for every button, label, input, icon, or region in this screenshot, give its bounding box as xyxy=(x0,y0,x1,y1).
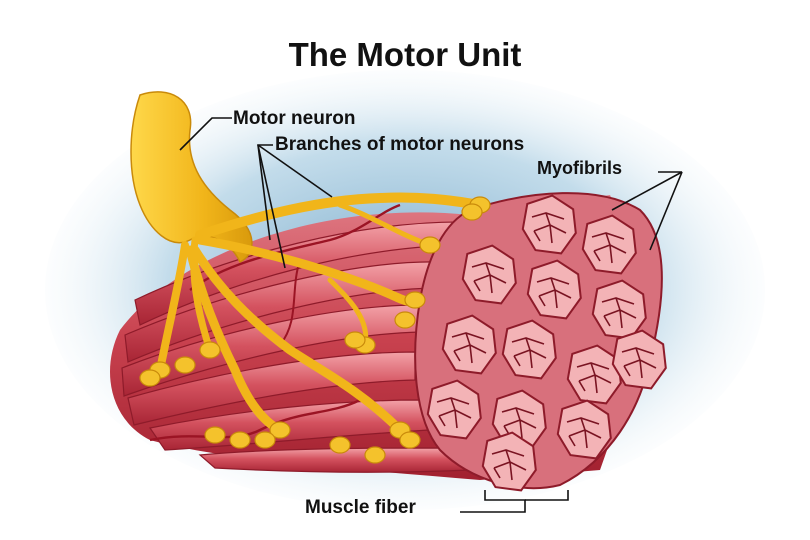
axon-terminal xyxy=(269,421,291,439)
label-muscle-fiber: Muscle fiber xyxy=(305,497,416,518)
axon-terminal xyxy=(404,291,426,309)
neuron-branch xyxy=(190,236,214,354)
axon-terminal xyxy=(229,431,251,449)
axon-terminal xyxy=(461,203,483,221)
myofibril-filaments xyxy=(471,262,507,294)
myofibril-filaments xyxy=(601,297,637,329)
axon-terminal xyxy=(394,311,416,329)
neuron-branch xyxy=(190,245,405,435)
myofibril-filaments xyxy=(436,397,472,429)
myofibril-filaments xyxy=(566,417,602,449)
axon-terminal xyxy=(419,236,441,254)
myofibril-filaments xyxy=(591,232,627,264)
axon-terminal xyxy=(254,431,276,449)
myofibril-filaments xyxy=(491,449,527,481)
axon-terminal xyxy=(199,341,221,359)
label-branches-of-motor-neurons: Branches of motor neurons xyxy=(275,134,525,155)
myofibril-filaments xyxy=(451,332,487,364)
axon-terminal xyxy=(344,331,366,349)
axon-terminal xyxy=(174,356,196,374)
fiber-cross-section xyxy=(414,192,667,492)
neuron-branch xyxy=(195,192,485,240)
axon-terminal xyxy=(139,369,161,387)
diagram-title: The Motor Unit xyxy=(288,36,522,73)
axon-terminal xyxy=(204,426,226,444)
myofibril-filaments xyxy=(511,337,547,369)
label-motor-neuron: Motor neuron xyxy=(233,108,356,129)
axon-terminal xyxy=(399,431,421,449)
axon-terminals xyxy=(139,196,491,464)
label-myofibrils: Myofibrils xyxy=(537,158,623,178)
myofibril-filaments xyxy=(531,212,567,244)
leader-lines xyxy=(179,117,683,513)
myofibrils xyxy=(426,194,667,492)
neuron-branch xyxy=(156,241,189,374)
axon-terminal xyxy=(329,436,351,454)
myofibril-filaments xyxy=(621,347,657,379)
myofibril-filaments xyxy=(576,362,612,394)
neuron-branches xyxy=(156,192,485,435)
myofibril-filaments xyxy=(536,277,572,309)
motor-neuron-tree xyxy=(130,91,491,464)
neuron-branch xyxy=(185,245,285,435)
axon-terminal xyxy=(364,446,386,464)
myofibril-filaments xyxy=(501,407,537,439)
